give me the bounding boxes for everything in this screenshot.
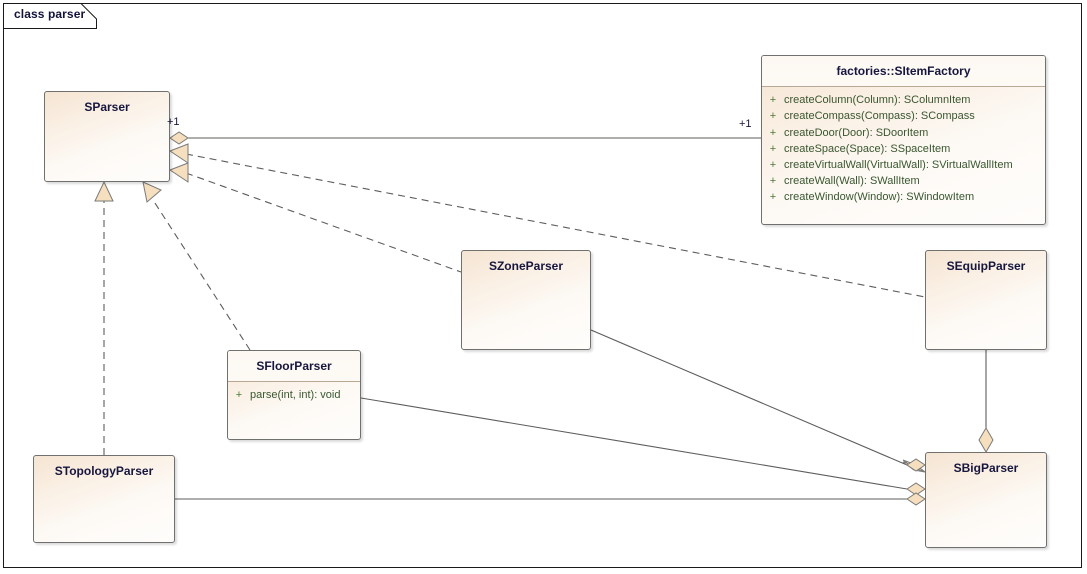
- diagram-frame-tab: class parser: [3, 3, 98, 29]
- operation-visibility: +: [235, 389, 243, 402]
- operation-signature: createCompass(Compass): SCompass: [784, 110, 975, 123]
- class-box-sbigparser[interactable]: SBigParser: [925, 452, 1047, 548]
- diagram-frame: [3, 3, 1082, 568]
- class-box-stopologyparser[interactable]: STopologyParser: [33, 455, 175, 543]
- operation-visibility: +: [769, 126, 777, 139]
- operations-sitemfactory: + createColumn(Column): SColumnItem + cr…: [762, 87, 1045, 209]
- operation-signature: createSpace(Space): SSpaceItem: [784, 142, 951, 155]
- operation-signature: parse(int, int): void: [250, 389, 341, 402]
- operation-signature: createWall(Wall): SWallItem: [784, 175, 920, 188]
- class-name-sitemfactory: factories::SItemFactory: [762, 56, 1045, 88]
- class-name-stopologyparser: STopologyParser: [54, 464, 154, 478]
- class-box-sequipparser[interactable]: SEquipParser: [925, 250, 1047, 350]
- operation-row: + createVirtualWall(VirtualWall): SVirtu…: [762, 157, 1045, 173]
- operation-row: + createSpace(Space): SSpaceItem: [762, 141, 1045, 157]
- class-box-szoneparser[interactable]: SZoneParser: [461, 250, 591, 350]
- class-box-sfloorparser[interactable]: SFloorParser + parse(int, int): void: [227, 350, 361, 440]
- class-name-sbigparser: SBigParser: [953, 461, 1019, 475]
- operation-visibility: +: [769, 94, 777, 107]
- operation-signature: createVirtualWall(VirtualWall): SVirtual…: [784, 159, 1013, 171]
- multiplicity-sparser-end: +1: [167, 116, 180, 128]
- operation-row: + createDoor(Door): SDoorItem: [762, 125, 1045, 141]
- operations-sfloorparser: + parse(int, int): void: [228, 382, 360, 407]
- class-name-sfloorparser: SFloorParser: [228, 351, 360, 383]
- diagram-frame-label: class parser: [14, 7, 86, 21]
- operation-signature: createWindow(Window): SWindowItem: [784, 191, 975, 204]
- operation-signature: createDoor(Door): SDoorItem: [784, 126, 929, 139]
- operation-row: + createWall(Wall): SWallItem: [762, 173, 1045, 189]
- operation-visibility: +: [769, 159, 777, 171]
- operation-visibility: +: [769, 191, 777, 204]
- class-name-sparser: SParser: [84, 100, 130, 114]
- operation-visibility: +: [769, 110, 777, 123]
- operation-row: + createColumn(Column): SColumnItem: [762, 92, 1045, 108]
- operation-visibility: +: [769, 175, 777, 188]
- operation-row: + createCompass(Compass): SCompass: [762, 108, 1045, 124]
- operation-visibility: +: [769, 142, 777, 155]
- class-box-sitemfactory[interactable]: factories::SItemFactory + createColumn(C…: [761, 55, 1046, 225]
- multiplicity-factory-end: +1: [739, 118, 752, 130]
- operation-row: + createWindow(Window): SWindowItem: [762, 189, 1045, 205]
- operation-signature: createColumn(Column): SColumnItem: [784, 94, 971, 107]
- class-name-sequipparser: SEquipParser: [946, 259, 1026, 273]
- class-box-sparser[interactable]: SParser: [44, 91, 170, 182]
- class-name-szoneparser: SZoneParser: [488, 259, 564, 273]
- operation-row: + parse(int, int): void: [228, 387, 360, 403]
